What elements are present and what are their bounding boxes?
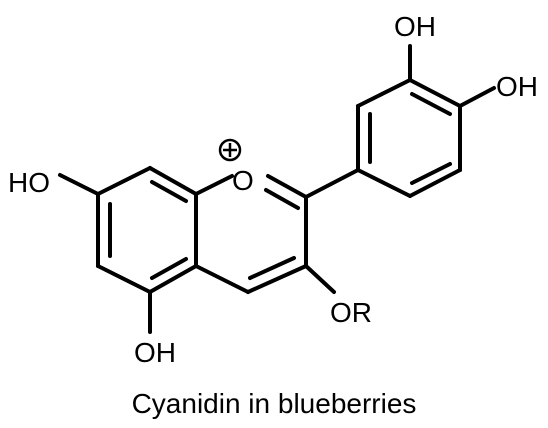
bond-b6 xyxy=(356,168,412,198)
bond-ho-left xyxy=(58,173,100,196)
label-ho-left: HO xyxy=(8,167,50,198)
bond-a1 xyxy=(148,166,198,196)
bond-b3 xyxy=(408,78,462,108)
bond-a3 xyxy=(148,264,198,294)
bond-c2-double xyxy=(264,188,300,210)
bond-c1 xyxy=(194,174,234,196)
label-ring-oxygen: O xyxy=(232,165,254,196)
bond-a4 xyxy=(96,264,152,294)
bond-link xyxy=(304,168,360,199)
positive-charge-icon xyxy=(218,138,242,162)
b-ring xyxy=(304,78,462,199)
c-ring xyxy=(194,174,308,294)
bond-oh-right xyxy=(458,86,496,108)
bond-c2 xyxy=(266,174,308,199)
figure-caption: Cyanidin in blueberries xyxy=(131,388,417,419)
label-oh-bottom: OH xyxy=(134,337,176,368)
bond-c5 xyxy=(194,264,250,294)
bond-b2 xyxy=(356,78,412,108)
bond-or xyxy=(304,264,336,294)
substituent-bonds xyxy=(58,44,496,334)
a-ring xyxy=(96,166,198,294)
bond-c4 xyxy=(246,264,308,294)
label-oh-right: OH xyxy=(496,71,538,102)
bond-a1-double xyxy=(150,180,188,203)
bond-a6 xyxy=(96,166,152,196)
label-oh-top: OH xyxy=(394,11,436,42)
label-or-group: OR xyxy=(330,297,372,328)
bond-b5-double xyxy=(410,162,452,185)
bond-c4-double xyxy=(248,256,296,280)
bond-b3-double xyxy=(410,92,452,116)
bond-b5 xyxy=(408,168,462,198)
bond-a3-double xyxy=(150,257,188,280)
